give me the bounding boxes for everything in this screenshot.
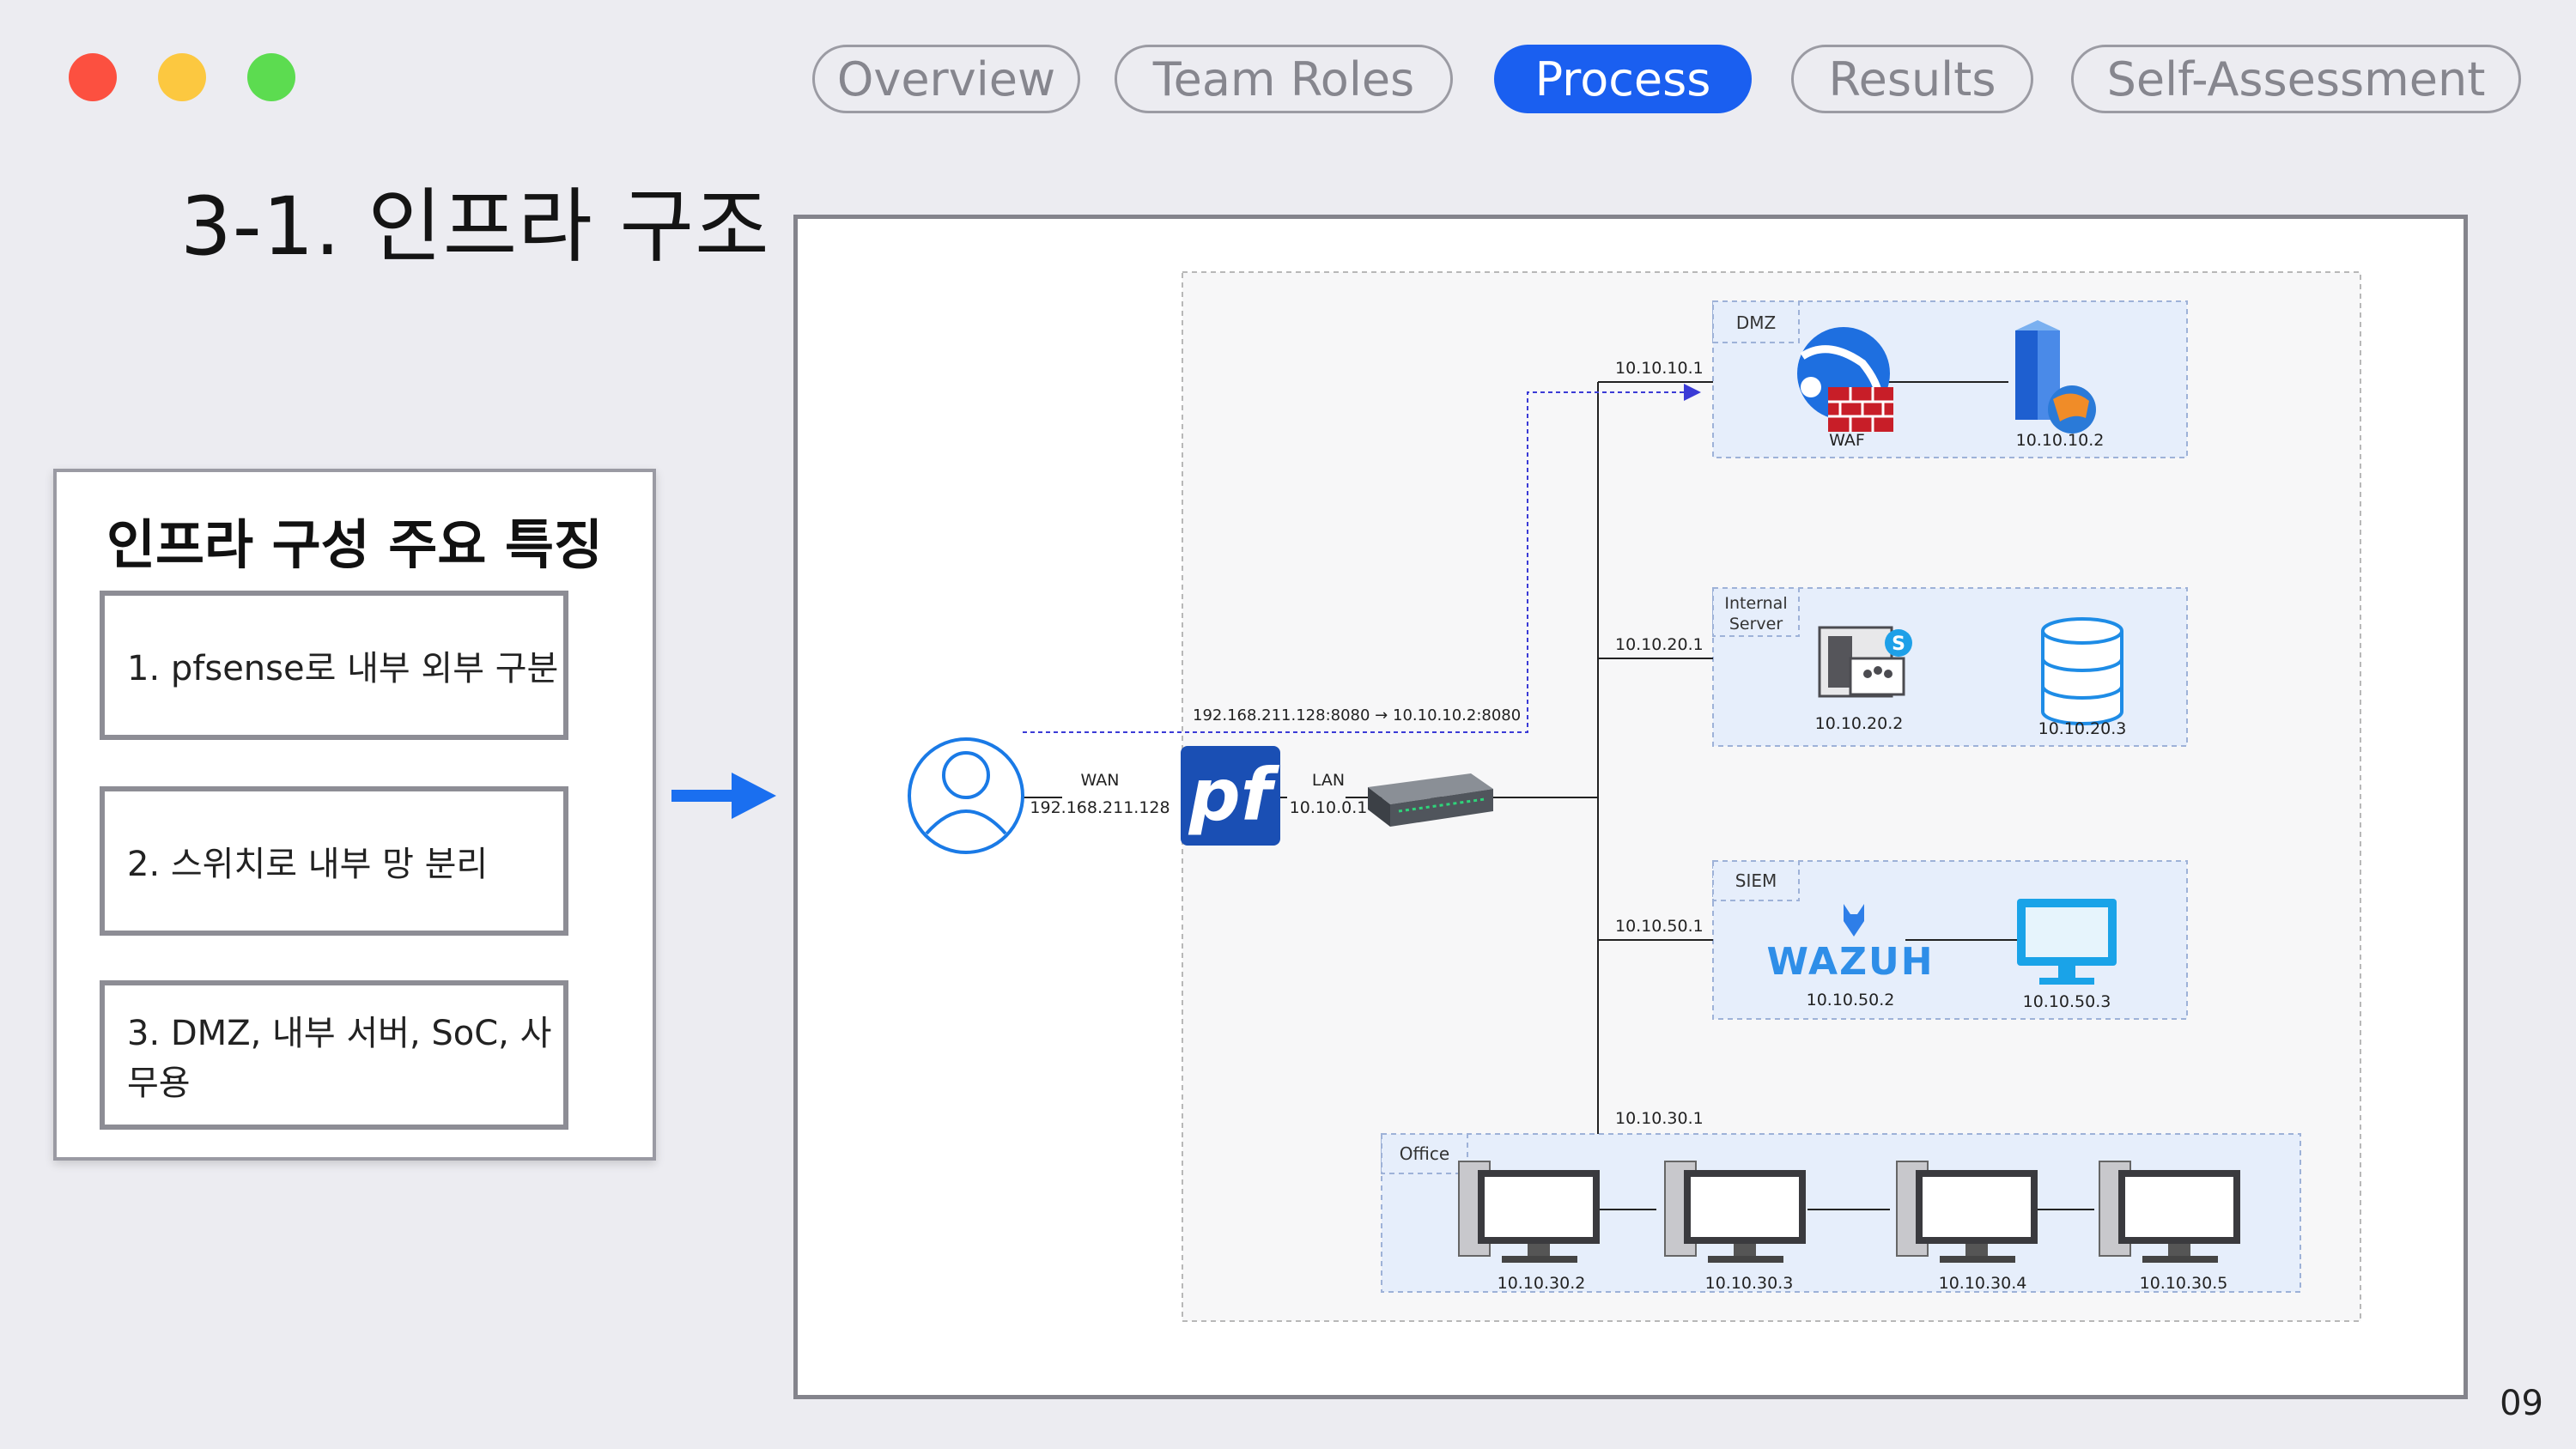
feature-item-2: 2. 스위치로 내부 망 분리 — [100, 786, 568, 936]
page-number: 09 — [2500, 1384, 2543, 1423]
features-panel: 인프라 구성 주요 특징 1. pfsense로 내부 외부 구분 2. 스위치… — [53, 469, 656, 1161]
features-title: 인프라 구성 주요 특징 — [106, 513, 604, 576]
office-pc-icon-2 — [1664, 1161, 1806, 1263]
office-gateway-ip: 10.10.30.1 — [1615, 1109, 1704, 1128]
page-title: 3-1. 인프라 구조 — [180, 180, 770, 274]
wazuh-ip: 10.10.50.2 — [1807, 991, 1895, 1009]
web-server-icon — [2015, 320, 2096, 433]
internal-label-1: Internal — [1724, 594, 1787, 613]
internal-server-ip: 10.10.20.2 — [1815, 714, 1904, 733]
database-icon — [2041, 617, 2123, 725]
right-arrow-icon — [671, 773, 776, 819]
internal-label-2: Server — [1729, 615, 1783, 634]
dmz-label: DMZ — [1736, 312, 1776, 333]
database-ip: 10.10.20.3 — [2038, 719, 2127, 738]
dmz-zone: DMZ — [1712, 300, 2188, 458]
minimize-window-button[interactable] — [158, 53, 206, 101]
tab-self-assessment[interactable]: Self-Assessment — [2071, 45, 2521, 113]
internal-gateway-ip: 10.10.20.1 — [1615, 635, 1704, 654]
tab-overview[interactable]: Overview — [812, 45, 1080, 113]
svg-text:pf: pf — [1188, 753, 1280, 837]
siem-label: SIEM — [1735, 870, 1777, 891]
tab-team-roles[interactable]: Team Roles — [1115, 45, 1453, 113]
office-pc-icon-4 — [2099, 1161, 2240, 1263]
wan-ip: 192.168.211.128 — [1030, 798, 1170, 817]
wan-label: WAN — [1081, 771, 1120, 790]
web-server-ip: 10.10.10.2 — [2016, 431, 2105, 450]
messenger-server-icon: S — [1818, 626, 1912, 698]
port-forward-path — [1023, 384, 1701, 733]
waf-icon — [1797, 327, 1893, 432]
monitor-icon — [2017, 899, 2117, 985]
wazuh-logo-icon — [1844, 904, 1864, 937]
lan-label: LAN — [1312, 771, 1345, 790]
office-pc-ip-3: 10.10.30.4 — [1939, 1274, 2027, 1293]
office-label: Office — [1400, 1143, 1449, 1164]
office-pc-icon-1 — [1458, 1161, 1600, 1263]
tab-process[interactable]: Process — [1494, 45, 1752, 113]
monitor-ip: 10.10.50.3 — [2023, 992, 2111, 1011]
pfsense-firewall-icon: pf — [1181, 746, 1280, 846]
feature-item-1: 1. pfsense로 내부 외부 구분 — [100, 591, 568, 740]
office-pc-ip-2: 10.10.30.3 — [1705, 1274, 1794, 1293]
maximize-window-button[interactable] — [247, 53, 295, 101]
user-icon — [908, 737, 1024, 854]
port-forward-label: 192.168.211.128:8080 → 10.10.10.2:8080 — [1193, 706, 1521, 724]
network-diagram: DMZ Internal Server SIEM Office 192.168.… — [793, 215, 2468, 1399]
lan-ip: 10.10.0.1 — [1290, 798, 1368, 817]
feature-item-3: 3. DMZ, 내부 서버, SoC, 사무용 — [100, 980, 568, 1130]
wazuh-label: WAZUH — [1766, 940, 1934, 984]
office-pc-icon-3 — [1896, 1161, 2038, 1263]
close-window-button[interactable] — [69, 53, 117, 101]
dmz-gateway-ip: 10.10.10.1 — [1615, 359, 1704, 378]
svg-text:S: S — [1892, 634, 1905, 655]
siem-gateway-ip: 10.10.50.1 — [1615, 917, 1704, 936]
office-pc-ip-1: 10.10.30.2 — [1498, 1274, 1586, 1293]
tab-results[interactable]: Results — [1791, 45, 2033, 113]
office-pc-ip-4: 10.10.30.5 — [2140, 1274, 2228, 1293]
waf-label: WAF — [1829, 431, 1865, 450]
switch-icon — [1368, 773, 1493, 827]
